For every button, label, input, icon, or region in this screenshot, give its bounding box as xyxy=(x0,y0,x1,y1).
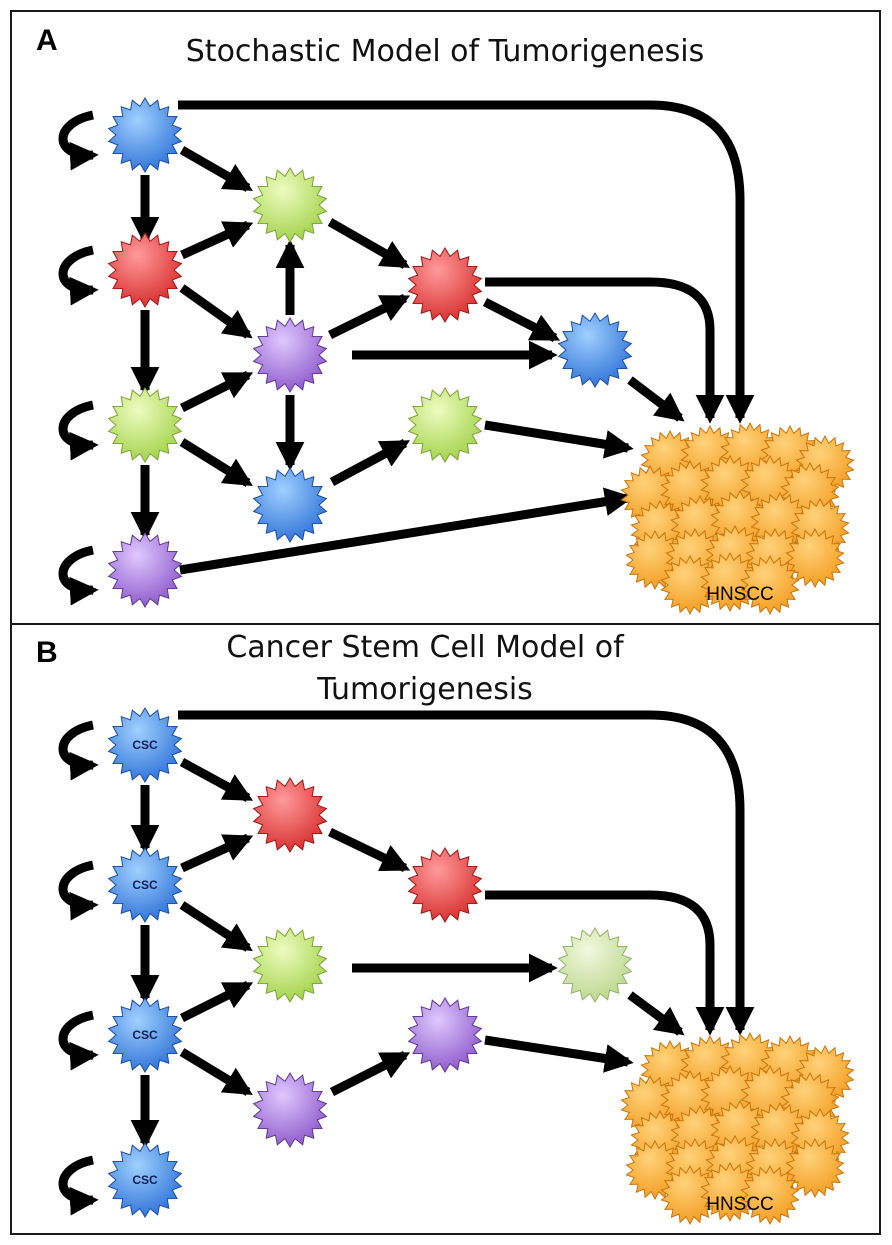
a-arrow-red1-green2 xyxy=(180,220,254,260)
a-tumor-hnscc: HNSCC xyxy=(620,421,855,616)
b-cell-green-1 xyxy=(252,927,328,1003)
panel-a-letter: A xyxy=(36,24,58,57)
a-cell-red-1 xyxy=(107,232,183,308)
b-tumor-hnscc: HNSCC xyxy=(620,1031,855,1226)
csc-label: CSC xyxy=(132,1028,158,1042)
b-arrow-red2-tumor xyxy=(485,890,725,1036)
a-self-renewal-arrow-2 xyxy=(58,245,99,306)
b-arrow-purple1-tumor xyxy=(484,1035,634,1073)
a-cell-green-1 xyxy=(107,387,183,463)
a-arrow-blue1-tumor xyxy=(178,100,755,424)
a-arrow-green2-red2 xyxy=(327,218,410,269)
b-cell-palegreen-1 xyxy=(557,927,633,1003)
a-self-renewal-arrow-4 xyxy=(58,545,99,606)
b-cell-csc-3: CSC xyxy=(107,997,183,1073)
a-arrow-blue2-green3 xyxy=(329,439,411,486)
b-arrow-csc3-green1 xyxy=(179,980,254,1023)
csc-label: CSC xyxy=(132,738,158,752)
b-arrow-purple2-purple1 xyxy=(329,1050,411,1097)
b-arrow-palegreen1-tumor xyxy=(627,991,685,1036)
a-arrow-purple1-tumor xyxy=(179,487,634,575)
hnscc-label: HNSCC xyxy=(706,1194,774,1215)
a-arrow-green3-tumor xyxy=(484,420,634,459)
a-arrow-green1-purple2 xyxy=(179,370,254,413)
b-arrow-csc1-red1 xyxy=(179,758,254,802)
tumors-layer: HNSCC HNSCC xyxy=(620,421,855,1226)
b-cell-red-2 xyxy=(407,847,483,923)
b-cell-csc-2: CSC xyxy=(107,847,183,923)
a-arrow-green1-blue2 xyxy=(179,438,253,487)
a-cell-red-2 xyxy=(407,247,483,323)
hnscc-label: HNSCC xyxy=(706,584,774,605)
panel-b-title-line1: Cancer Stem Cell Model of xyxy=(226,630,624,665)
a-arrow-purple2-red2 xyxy=(328,293,411,340)
b-cell-csc-4: CSC xyxy=(107,1142,183,1218)
b-arrow-red1-red2 xyxy=(328,827,411,873)
a-arrow-blue3-tumor xyxy=(627,376,685,422)
panel-a-title: Stochastic Model of Tumorigenesis xyxy=(185,34,705,69)
csc-label: CSC xyxy=(132,878,158,892)
panel-b-title-line2: Tumorigenesis xyxy=(317,672,533,707)
b-self-renewal-arrow-3 xyxy=(58,1010,99,1071)
arrows-layer xyxy=(58,100,755,1216)
a-self-renewal-arrow-1 xyxy=(58,110,99,171)
a-arrow-red1-purple2 xyxy=(179,284,253,339)
b-arrow-csc1-tumor xyxy=(178,710,755,1036)
cells-layer: CSC CSC CSC CSC xyxy=(107,97,633,1218)
b-arrow-csc2-red1 xyxy=(180,833,254,873)
b-self-renewal-arrow-2 xyxy=(58,860,99,921)
b-cell-red-1 xyxy=(252,777,328,853)
b-cell-purple-2 xyxy=(252,1072,328,1148)
a-cell-green-2 xyxy=(252,167,328,243)
a-cell-purple-1 xyxy=(107,532,183,608)
b-self-renewal-arrow-4 xyxy=(58,1155,99,1216)
b-arrow-csc3-purple2 xyxy=(179,1048,253,1096)
b-arrow-csc2-green1 xyxy=(179,901,253,952)
panel-b-letter: B xyxy=(36,636,58,669)
a-arrow-red2-tumor xyxy=(485,277,725,424)
a-cell-blue-1 xyxy=(107,97,183,173)
b-cell-purple-1 xyxy=(407,997,483,1073)
a-self-renewal-arrow-3 xyxy=(58,400,99,461)
a-cell-blue-3 xyxy=(557,312,633,388)
b-self-renewal-arrow-1 xyxy=(58,720,99,781)
b-cell-csc-1: CSC xyxy=(107,707,183,783)
a-arrow-blue1-green2 xyxy=(179,146,253,192)
a-arrow-red2-blue3 xyxy=(482,297,561,343)
a-cell-blue-2 xyxy=(252,467,328,543)
a-cell-green-3 xyxy=(407,387,483,463)
csc-label: CSC xyxy=(132,1173,158,1187)
a-cell-purple-2 xyxy=(252,317,328,393)
